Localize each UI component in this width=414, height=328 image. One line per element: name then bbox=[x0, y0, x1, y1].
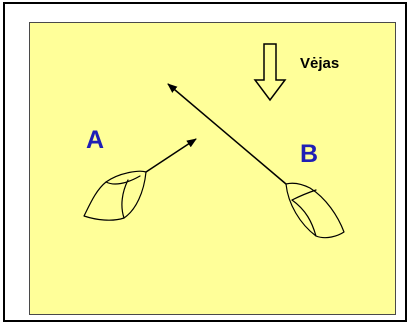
wind-label: Vėjas bbox=[300, 55, 339, 72]
boat-a-label: A bbox=[86, 126, 104, 154]
diagram-panel bbox=[29, 22, 396, 315]
boat-a-hull-icon bbox=[83, 170, 147, 221]
boat-b-label: B bbox=[300, 140, 318, 168]
boat-a-course-arrow bbox=[145, 138, 197, 173]
boat-b-course-arrow bbox=[167, 83, 287, 185]
boat-b-hull-icon bbox=[285, 182, 345, 239]
wind-arrow-icon bbox=[253, 43, 287, 102]
